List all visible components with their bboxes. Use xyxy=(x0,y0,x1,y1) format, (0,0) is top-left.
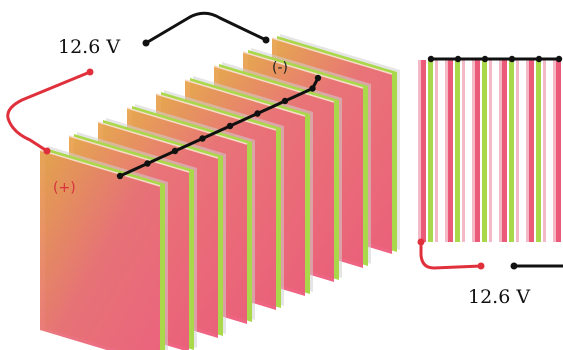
side-frame-left xyxy=(472,60,475,242)
side-cell-6 xyxy=(553,60,561,242)
side-cell-2 xyxy=(445,60,465,242)
side-plate-pink xyxy=(475,60,480,242)
negative-plate-contact xyxy=(262,36,270,44)
negative-terminal-dot xyxy=(142,39,150,47)
negative-terminal-label: (-) xyxy=(272,60,288,76)
series-link-dot-6 xyxy=(254,110,261,117)
side-frame-right xyxy=(543,60,546,242)
series-link-7 xyxy=(284,87,314,103)
series-link-end-dot xyxy=(314,74,322,82)
bus-dot-2 xyxy=(454,55,462,63)
plate-top-edge xyxy=(68,135,190,173)
plate-top-edge xyxy=(155,93,277,131)
side-frame-left xyxy=(553,60,556,242)
series-link-6 xyxy=(256,99,286,115)
perspective-cell-stack xyxy=(39,34,400,350)
series-link-dot-7 xyxy=(281,97,289,105)
side-plate-green xyxy=(509,60,514,242)
side-frame-left xyxy=(445,60,448,242)
side-frame-right xyxy=(462,60,465,242)
plate-top-edge xyxy=(242,51,364,89)
positive-wire-end-dot xyxy=(477,262,485,270)
series-link-2 xyxy=(146,149,176,165)
side-cell-4 xyxy=(499,60,519,242)
negative-wire-left xyxy=(145,11,267,45)
series-link-5 xyxy=(229,112,259,128)
series-connector-chain xyxy=(116,74,322,180)
series-link-3 xyxy=(174,137,204,153)
side-plate-pink xyxy=(556,60,561,242)
series-link-dot-3 xyxy=(171,147,179,155)
side-plate-pink xyxy=(502,60,507,242)
plate-top-edge xyxy=(271,37,393,75)
series-link-dot-4 xyxy=(199,135,206,142)
side-cell-3 xyxy=(472,60,492,242)
bus-dot-4 xyxy=(508,55,516,63)
positive-end-dot xyxy=(417,238,425,246)
side-plate-green xyxy=(482,60,487,242)
side-plate-pink xyxy=(529,60,534,242)
series-link-dot-1 xyxy=(116,172,124,180)
series-link-4 xyxy=(201,124,231,140)
cell-plate-1 xyxy=(39,146,168,350)
side-frame-left xyxy=(418,60,421,242)
bus-bar-contacts xyxy=(427,55,563,63)
bus-dot-1 xyxy=(427,55,435,63)
plate-top-edge xyxy=(213,65,335,103)
plate-face xyxy=(40,150,160,350)
positive-plate-contact xyxy=(43,147,51,155)
side-plate-pink xyxy=(448,60,453,242)
side-frame-left xyxy=(499,60,502,242)
plate-top-edge xyxy=(97,121,219,159)
bus-dot-6 xyxy=(555,55,563,63)
positive-terminal-label: (+) xyxy=(53,180,76,196)
negative-wire-end-dot xyxy=(510,262,518,270)
side-frame-right xyxy=(435,60,438,242)
positive-wire-right xyxy=(419,242,482,270)
side-frame-left xyxy=(526,60,529,242)
voltage-label-right: 12.6 V xyxy=(468,286,530,308)
plate-top-edge xyxy=(39,149,161,187)
series-link-dot-2 xyxy=(144,160,151,167)
series-link-dot-5 xyxy=(226,122,234,130)
plate-top-edge xyxy=(126,107,248,145)
side-plate-green xyxy=(428,60,433,242)
side-plate-green xyxy=(455,60,460,242)
plate-top-edge xyxy=(184,79,306,117)
side-frame-right xyxy=(489,60,492,242)
positive-wire-left xyxy=(6,70,91,153)
side-cell-5 xyxy=(526,60,546,242)
bus-dot-3 xyxy=(481,55,489,63)
side-plate-pink xyxy=(421,60,426,242)
bus-dot-5 xyxy=(535,55,543,63)
series-link-1 xyxy=(119,162,149,178)
positive-terminal-dot xyxy=(86,68,94,76)
side-view-cell-stack xyxy=(418,60,561,242)
voltage-label-left: 12.6 V xyxy=(58,36,120,58)
side-frame-right xyxy=(516,60,519,242)
side-plate-green xyxy=(536,60,541,242)
side-cell-1 xyxy=(418,60,438,242)
